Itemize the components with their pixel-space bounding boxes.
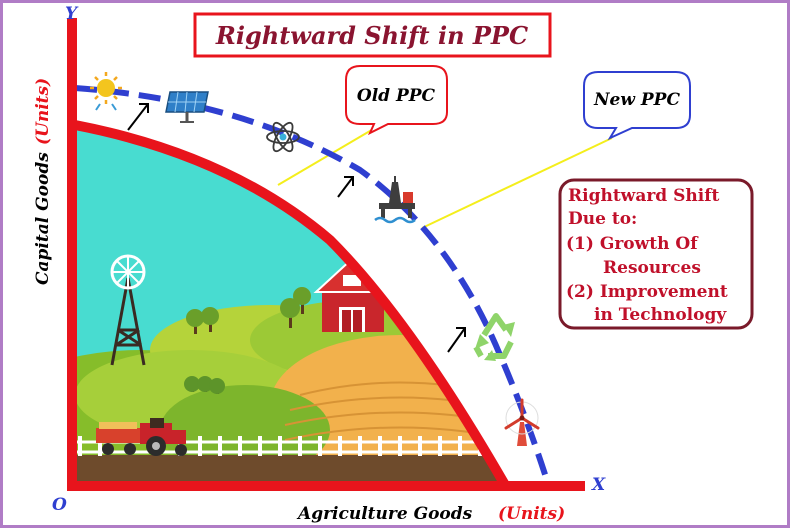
- shift-box-heading: Rightward Shift: [568, 186, 720, 206]
- old-ppc-callout: [345, 65, 448, 136]
- recycle-icon: [473, 313, 515, 361]
- sun-icon: [90, 72, 122, 111]
- shift-reason-box: [558, 178, 754, 330]
- solar-panel-icon: [165, 91, 209, 123]
- page-title: Rightward Shift in PPC: [215, 21, 528, 50]
- y-axis-title: Capital Goods (Units): [33, 78, 53, 285]
- shift-arrow: [337, 176, 354, 198]
- x-axis-letter: X: [591, 475, 606, 495]
- x-axis-unit: (Units): [498, 504, 565, 524]
- atom-icon: [266, 121, 300, 153]
- new-ppc-label: New PPC: [593, 90, 680, 110]
- y-axis-label: Capital Goods: [33, 152, 53, 285]
- shift-reason-2: (2) Improvement: [566, 282, 728, 302]
- shift-reason-2-cont: in Technology: [594, 305, 727, 325]
- old-ppc-curve: [74, 120, 510, 488]
- wind-turbine-icon: [504, 398, 540, 446]
- shift-arrow: [447, 327, 466, 353]
- x-axis-label: Agriculture Goods: [296, 504, 473, 524]
- origin-label: O: [52, 495, 67, 515]
- tree-group: [184, 287, 311, 394]
- old-ppc-label: Old PPC: [357, 86, 436, 106]
- new-ppc-leader: [421, 137, 613, 229]
- title-box: [193, 12, 552, 58]
- windmill-icon: [110, 254, 146, 366]
- shift-reason-1: (1) Growth Of: [566, 234, 699, 254]
- shift-arrows: [127, 103, 466, 353]
- shift-arrow: [127, 103, 149, 131]
- tractor-icon: [96, 418, 187, 456]
- new-ppc-callout: [583, 71, 691, 141]
- y-axis-letter: Y: [65, 4, 79, 24]
- old-ppc-leader: [277, 127, 376, 186]
- shift-box-subheading: Due to:: [568, 209, 637, 229]
- ground: [75, 455, 505, 485]
- shift-reason-1-cont: Resources: [603, 258, 701, 278]
- y-axis-unit: (Units): [33, 78, 53, 145]
- oil-rig-icon: [374, 176, 416, 224]
